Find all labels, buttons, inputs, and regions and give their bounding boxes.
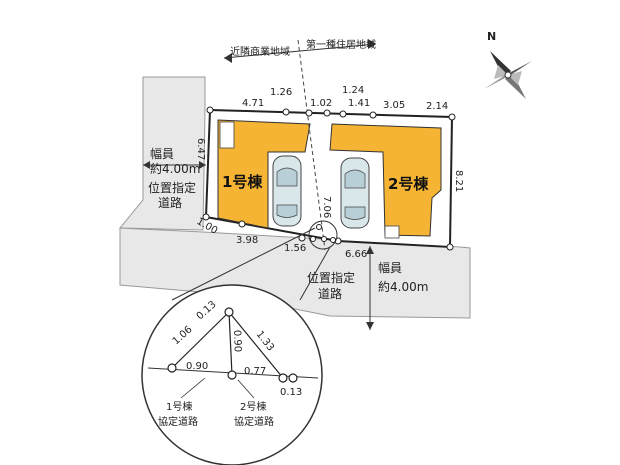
zone-arrow-right-head	[368, 39, 376, 49]
zone-boundary-line	[297, 39, 326, 251]
detail-points	[167, 307, 298, 383]
west-road	[118, 76, 206, 231]
south-road-type-2: 道路	[318, 286, 342, 301]
detail-dim-0-77: 0.77	[244, 366, 266, 377]
top-dim-line	[209, 109, 453, 118]
house-1-label: 1号棟	[222, 173, 263, 191]
dim-2-14: 2.14	[426, 101, 448, 112]
west-road-width-label: 幅員	[150, 146, 174, 161]
dim-7-06: 7.06	[321, 196, 332, 218]
detail-leader-1	[180, 377, 206, 399]
dim-8-21: 8.21	[453, 170, 464, 192]
meter-box-right	[384, 225, 400, 239]
detail-leader-right	[299, 246, 331, 301]
detail-label-1-line2: 協定道路	[158, 415, 198, 428]
dim-1-56: 1.56	[284, 243, 306, 254]
dim-1-24: 1.24	[342, 85, 364, 96]
house-2-label: 2号棟	[388, 175, 429, 193]
car-1-icon	[272, 155, 302, 227]
dim-3-05: 3.05	[383, 100, 405, 111]
detail-dim-0-90b: 0.90	[186, 361, 208, 372]
meter-box-left	[219, 121, 235, 149]
detail-dim-0-90a: 0.90	[231, 330, 243, 353]
west-arrow-head-l	[143, 161, 150, 169]
north-compass-icon	[484, 51, 532, 99]
dim-1-02: 1.02	[310, 98, 332, 109]
compass-label: N	[487, 30, 496, 43]
zone-arrow	[223, 43, 377, 59]
detail-label-1-line1: 1号棟	[166, 400, 192, 413]
west-road-width-value: 約4.00m	[150, 161, 200, 176]
west-arrow-head-r	[199, 161, 206, 169]
detail-leader-left	[171, 227, 316, 301]
zone-right-label: 第一種住居地域	[306, 38, 376, 51]
south-arrow-head-t	[366, 246, 374, 254]
west-road-type-1: 位置指定	[148, 180, 196, 195]
car-2-icon	[340, 157, 370, 229]
detail-label-2-line1: 2号棟	[240, 400, 266, 413]
detail-dim-0-13b: 0.13	[280, 387, 302, 398]
house-1-footprint	[217, 119, 311, 229]
west-road-type-2: 道路	[158, 195, 182, 210]
detail-marker-points	[310, 224, 336, 243]
zone-arrow-left-head	[224, 53, 232, 63]
detail-leader-2	[237, 379, 255, 399]
dim-4-71: 4.71	[242, 98, 264, 109]
detail-triangle	[171, 311, 284, 379]
dim-1-26: 1.26	[270, 87, 292, 98]
dim-6-47: 6.47	[195, 138, 206, 160]
dim-6-66: 6.66	[345, 249, 367, 260]
detail-marker	[308, 220, 338, 250]
dim-3-98: 3.98	[236, 235, 258, 246]
south-road-width-label: 幅員	[378, 260, 402, 275]
zone-left-label: 近隣商業地域	[230, 45, 290, 58]
house-2-footprint	[329, 123, 442, 237]
dim-1-41: 1.41	[348, 98, 370, 109]
survey-points	[202, 106, 456, 251]
south-road-width-value: 約4.00m	[378, 279, 428, 294]
south-arrow-head-b	[366, 322, 374, 330]
detail-label-2-line2: 協定道路	[234, 415, 274, 428]
south-road-type-1: 位置指定	[307, 270, 355, 285]
